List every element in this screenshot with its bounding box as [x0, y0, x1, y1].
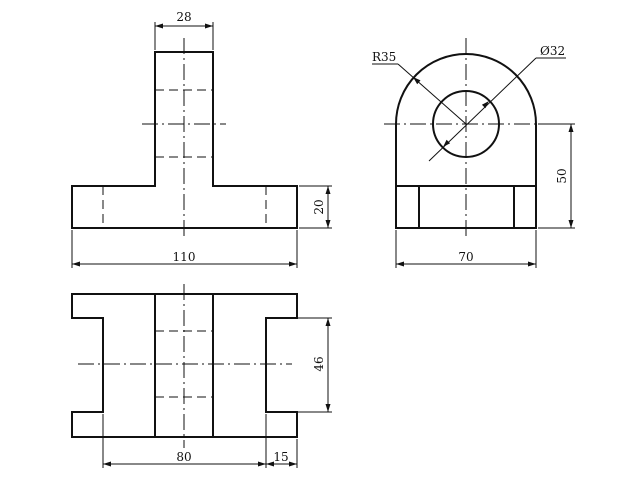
dimension-label-top-view-height: 46	[312, 356, 326, 371]
dimension-label-top-view-width: 80	[176, 450, 191, 464]
side-view-outline	[395, 53, 537, 229]
dimension-label-base-height: 20	[312, 199, 326, 214]
dimension-label-side-width: 70	[458, 250, 473, 264]
dimension-side-height: 50	[538, 123, 575, 229]
dimension-label-radius: R35	[372, 50, 396, 64]
dimension-label-hole-diameter: Ø32	[540, 44, 565, 58]
dimension-label-top-view-offset: 15	[273, 450, 288, 464]
dimension-top-width: 28	[154, 10, 214, 50]
front-view-outline	[71, 51, 298, 229]
top-view: 46 80 15	[71, 284, 332, 468]
dimension-label-top-width: 28	[176, 10, 191, 24]
front-view: 28 110 20	[71, 10, 332, 268]
dimension-label-overall-width: 110	[173, 250, 196, 264]
dimension-label-side-height: 50	[555, 168, 569, 183]
dimension-overall-width: 110	[71, 230, 298, 268]
dimension-side-width: 70	[395, 230, 537, 268]
side-view: R35 Ø32 50 70	[372, 38, 575, 268]
dimension-base-height: 20	[299, 185, 332, 229]
dimension-radius: R35	[372, 50, 467, 125]
dimension-top-view-height: 46	[268, 317, 332, 413]
dimension-top-view-width: 80 15	[102, 414, 298, 468]
dimension-hole-diameter: Ø32	[428, 44, 566, 162]
